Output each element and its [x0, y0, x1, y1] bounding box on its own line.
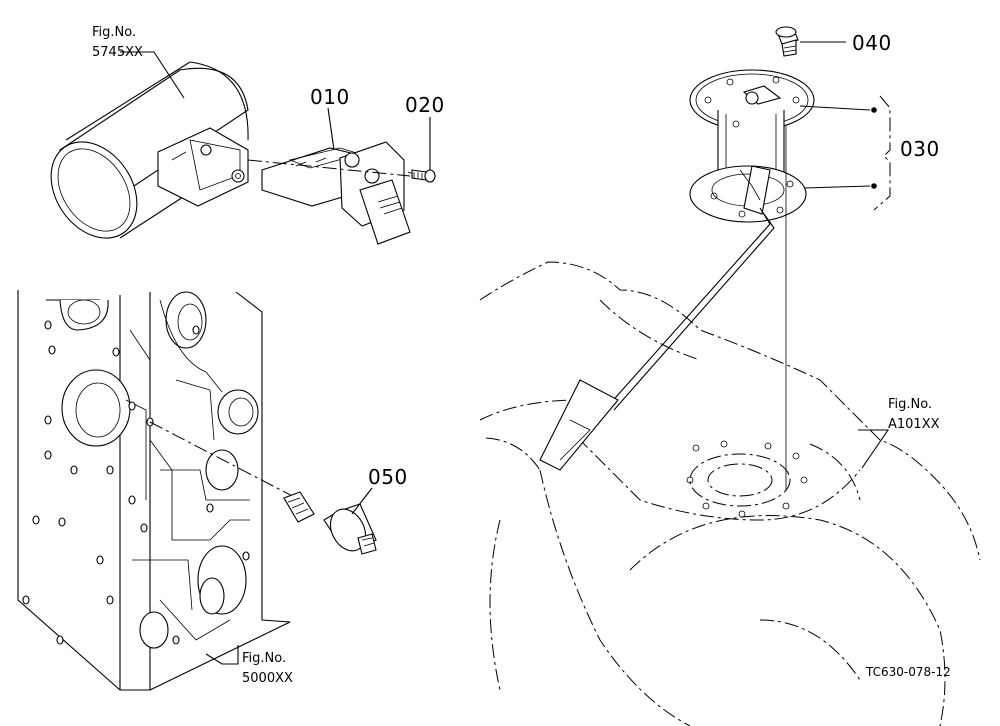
fig-label-bottom-left-line1: Fig.No. — [242, 651, 286, 666]
fig-label-right-line1: Fig.No. — [888, 397, 932, 412]
fig-label-right-line2: A101XX — [888, 417, 940, 432]
fig-leader-bottom-left — [205, 645, 239, 665]
fig-leader-top-left — [120, 51, 185, 99]
fuel-tank — [479, 261, 981, 726]
engine-block — [17, 290, 291, 691]
screw-020 — [247, 117, 436, 183]
bolt-040 — [775, 26, 846, 57]
fig-label-top-left-line1: Fig.No. — [92, 25, 136, 40]
fig-label-bottom-left-line2: 5000XX — [242, 671, 293, 686]
part-label-040: 040 — [852, 31, 892, 55]
mass-air-flow-sensor — [261, 107, 425, 245]
drawing-code: TC630-078-12 — [865, 665, 951, 679]
fuel-level-sender — [539, 69, 891, 490]
oil-pressure-switch — [149, 421, 377, 555]
part-label-010: 010 — [310, 85, 350, 109]
fig-label-top-left-line2: 5745XX — [92, 45, 143, 60]
part-label-050: 050 — [368, 465, 408, 489]
part-label-020: 020 — [405, 93, 445, 117]
fig-leader-right — [858, 429, 890, 469]
air-duct-assembly — [50, 61, 249, 239]
part-label-030: 030 — [900, 137, 940, 161]
